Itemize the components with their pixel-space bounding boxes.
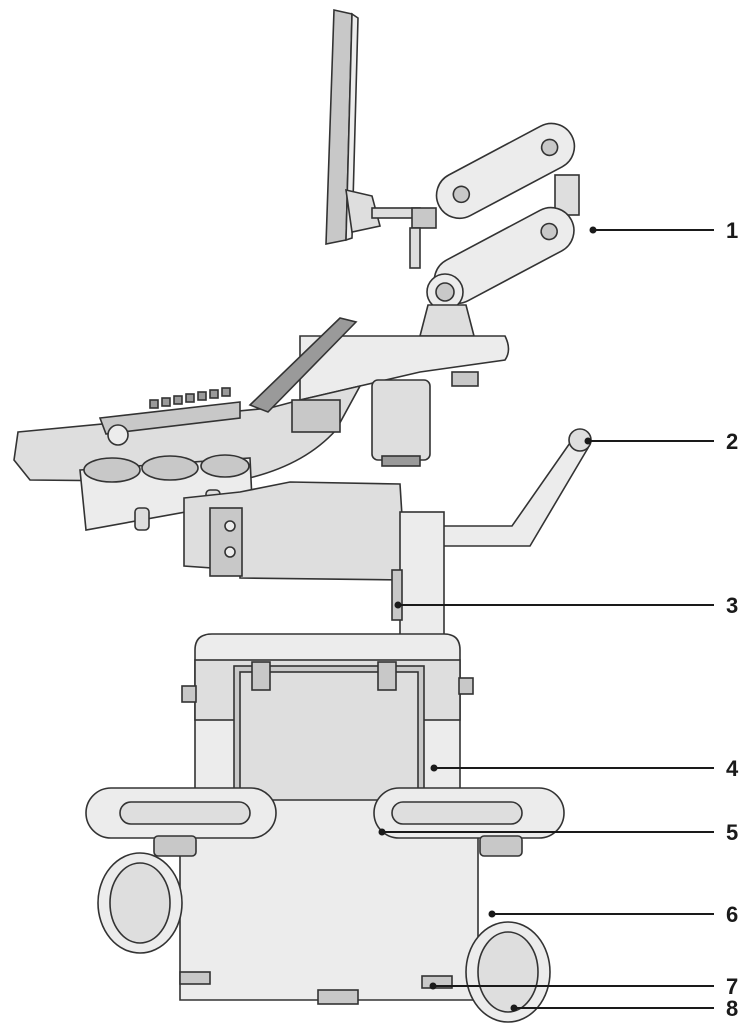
callout-label-4: 4 [726, 756, 739, 781]
callout-label-2: 2 [726, 429, 738, 454]
casters [97, 835, 551, 1023]
callout-label-7: 7 [726, 974, 738, 999]
base [85, 787, 565, 1005]
callout-label-6: 6 [726, 902, 738, 927]
monitor-arm [371, 122, 580, 337]
control-panel [13, 317, 510, 483]
callout-label-5: 5 [726, 820, 738, 845]
monitor [325, 9, 381, 245]
callout-label-8: 8 [726, 996, 738, 1021]
callout-label-3: 3 [726, 593, 738, 618]
callout-label-1: 1 [726, 218, 738, 243]
column [391, 511, 445, 637]
keyboard-keys [149, 387, 231, 409]
callouts: 1 2 3 4 5 6 7 8 [378, 218, 739, 1021]
handle [439, 428, 592, 547]
panel-support [183, 481, 407, 581]
